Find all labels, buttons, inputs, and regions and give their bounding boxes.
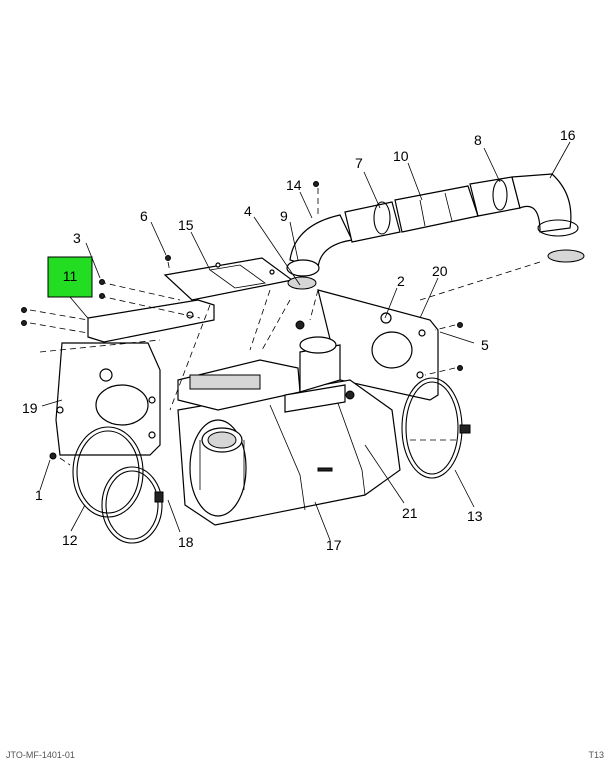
highlight-callout-11[interactable]: 11: [47, 256, 93, 298]
callout-3[interactable]: 3: [73, 230, 81, 246]
callout-10[interactable]: 10: [393, 148, 409, 164]
left-bracket-19: [55, 342, 161, 456]
callout-15[interactable]: 15: [178, 217, 194, 233]
callout-14[interactable]: 14: [286, 177, 302, 193]
callout-4[interactable]: 4: [244, 203, 252, 219]
callout-7[interactable]: 7: [355, 155, 363, 171]
callout-2[interactable]: 2: [397, 273, 405, 289]
callout-20[interactable]: 20: [432, 263, 448, 279]
elbow-pipe-9: [286, 214, 353, 290]
muffler-body-17: [177, 379, 401, 526]
plate-11: [87, 299, 215, 343]
coupler-8: [469, 176, 521, 217]
elbow-16: [511, 173, 585, 263]
clamp-18: [101, 466, 164, 544]
callout-8[interactable]: 8: [474, 132, 482, 148]
callout-labels: 1 2 3 4 5 6 7 8 9 10 12 13 14 15 16 17 1…: [22, 127, 576, 553]
callout-21[interactable]: 21: [402, 505, 418, 521]
callout-12[interactable]: 12: [62, 532, 78, 548]
callout-19[interactable]: 19: [22, 400, 38, 416]
callout-9[interactable]: 9: [280, 208, 288, 224]
callout-17[interactable]: 17: [326, 537, 342, 553]
footer-right-code: T13: [588, 750, 604, 760]
callout-6[interactable]: 6: [140, 208, 148, 224]
callout-leaders: [39, 141, 571, 541]
sensor-module-21: [177, 320, 355, 413]
tube-10: [394, 185, 479, 233]
callout-5[interactable]: 5: [481, 337, 489, 353]
callout-18[interactable]: 18: [178, 534, 194, 550]
right-bracket-20: [317, 289, 439, 401]
highlight-label: 11: [63, 268, 78, 284]
callout-13[interactable]: 13: [467, 508, 483, 524]
callout-1[interactable]: 1: [35, 487, 43, 503]
top-plate-15: [163, 257, 294, 301]
dashed-leaders: [29, 188, 541, 466]
tube-7: [344, 201, 401, 243]
callout-16[interactable]: 16: [560, 127, 576, 143]
hardware: [21, 181, 463, 460]
footer-left-code: JTO-MF-1401-01: [6, 750, 75, 760]
clamp-13: [401, 377, 471, 479]
